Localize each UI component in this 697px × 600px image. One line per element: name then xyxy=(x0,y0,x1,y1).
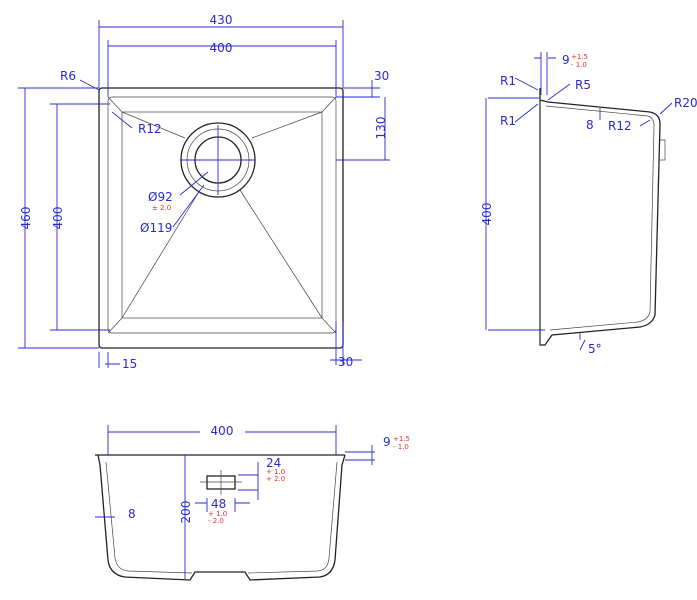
dim-overflow-height: 24 xyxy=(266,456,281,470)
tol-overflow-h-plus: + 1.0 xyxy=(266,468,285,476)
dim-drain-dia: Ø92 xyxy=(148,190,173,204)
bowl-rim xyxy=(107,96,337,334)
height-dims xyxy=(18,87,110,349)
dim-thickness: 8 xyxy=(586,118,594,132)
side-leaders xyxy=(514,77,673,351)
sink-outer-outline xyxy=(98,87,344,349)
tol-front-flange-plus: +1.5 xyxy=(393,435,410,443)
side-dims xyxy=(485,52,556,331)
top-view: 430 400 460 400 R6 R12 30 130 Ø92 ± 2.0 … xyxy=(18,13,390,371)
side-view: 9 +1.5 - 1.0 R1 R5 R20 R1 8 R12 400 5° xyxy=(480,52,697,356)
label-r5: R5 xyxy=(575,78,591,92)
label-r1-top: R1 xyxy=(500,74,516,88)
dim-drain-outer-dia: Ø119 xyxy=(140,221,172,235)
tol-front-flange-minus: - 1.0 xyxy=(393,443,409,451)
front-view: 400 9 +1.5 - 1.0 24 + 1.0 + 2.0 200 48 +… xyxy=(95,424,410,581)
dim-drain-offset: 130 xyxy=(374,117,388,140)
dim-inner-height: 400 xyxy=(51,207,65,230)
tol-flange-plus: +1.5 xyxy=(571,53,588,61)
front-dims xyxy=(95,425,375,580)
dim-overflow-position: 200 xyxy=(179,501,193,524)
dim-draft: 5° xyxy=(588,342,602,356)
offset-dims xyxy=(180,80,390,195)
dim-overflow-width: 48 xyxy=(211,497,226,511)
dim-front-flange: 9 xyxy=(383,435,391,449)
width-dims xyxy=(98,20,344,97)
dim-side-margin: 15 xyxy=(122,357,137,371)
dim-outer-height: 460 xyxy=(19,207,33,230)
dim-top-offset: 30 xyxy=(374,69,389,83)
tol-drain-dia: ± 2.0 xyxy=(152,204,171,212)
leader-lines xyxy=(79,79,362,368)
dim-depth: 400 xyxy=(480,203,494,226)
tol-flange-minus: - 1.0 xyxy=(571,61,587,69)
bowl-floor xyxy=(121,111,323,319)
side-profile-outer xyxy=(539,88,661,346)
label-r12-side: R12 xyxy=(608,119,632,133)
dim-front-width: 400 xyxy=(211,424,234,438)
label-r6: R6 xyxy=(60,69,76,83)
label-r1-bottom: R1 xyxy=(500,114,516,128)
side-profile-inner xyxy=(545,105,655,331)
tol-overflow-w-plus: + 1.0 xyxy=(208,510,227,518)
tol-overflow-h-minus: + 2.0 xyxy=(266,475,285,483)
label-r20: R20 xyxy=(674,96,697,110)
dim-flange: 9 xyxy=(562,53,570,67)
tol-overflow-w-minus: - 2.0 xyxy=(208,517,224,525)
dim-inner-width: 400 xyxy=(210,41,233,55)
front-profile-inner xyxy=(105,461,338,574)
bowl-slope-lines xyxy=(107,96,337,334)
dim-outer-width: 430 xyxy=(210,13,233,27)
dim-wall: 8 xyxy=(128,507,136,521)
dim-bottom-offset: 30 xyxy=(338,355,353,369)
front-profile-outer xyxy=(95,454,346,581)
label-r12: R12 xyxy=(138,122,162,136)
